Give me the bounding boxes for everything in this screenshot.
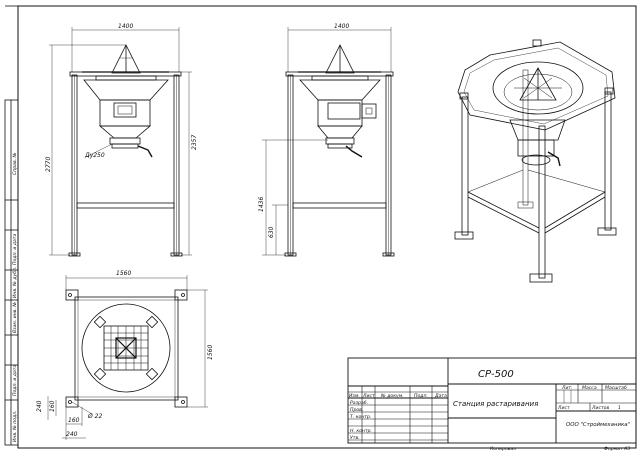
front-width-dim: 1400 xyxy=(118,23,133,30)
plan-dim-240-v: 240 xyxy=(36,400,43,412)
tb-designation: СР-500 xyxy=(478,369,514,380)
tb-col-list: Лист xyxy=(362,393,375,399)
front-total-height-dim: 2770 xyxy=(45,157,52,172)
tb-row-razrab: Разраб. xyxy=(350,400,368,406)
side-dim-630: 630 xyxy=(268,226,275,238)
tb-title: Станция растаривания xyxy=(453,400,538,408)
tb-company: ООО "Строймеханика" xyxy=(566,422,630,428)
tb-row-tkontr: Т. контр. xyxy=(350,414,371,420)
side-stamp: Справ. № Подп. и дата Инв. № дубл. Взам.… xyxy=(4,99,19,446)
stamp-label-dubl: Инв. № дубл. xyxy=(12,267,18,298)
front-height-dim: 2357 xyxy=(191,135,198,150)
tb-row-prov: Пров. xyxy=(350,407,363,413)
title-block: СР-500 Станция растаривания Лит. Масса М… xyxy=(347,357,637,452)
isometric-view xyxy=(454,39,617,283)
tb-col-data: Дата xyxy=(434,393,447,399)
tb-row-utv: Утв. xyxy=(350,435,360,441)
stamp-label-vzam: Взам. инв. № xyxy=(12,302,18,333)
tb-listov-value: 1 xyxy=(618,405,621,411)
tb-col-podp: Подп. xyxy=(414,393,428,399)
tb-col-izm: Изм. xyxy=(349,393,360,399)
side-view: 1400 1436 630 xyxy=(258,23,395,257)
plan-view: 1560 1560 240 160 160 240 Ø 22 xyxy=(36,270,214,440)
tb-row-nkontr: Н. контр. xyxy=(350,428,372,434)
stamp-label-podl: Инв. № подл. xyxy=(12,410,18,442)
plan-height-dim: 1560 xyxy=(207,345,214,360)
stamp-label-sprav: Справ. № xyxy=(12,152,18,175)
tb-lit: Лит. xyxy=(561,385,573,391)
tb-list: Лист xyxy=(557,405,570,411)
tb-col-ndoc: № докум. xyxy=(380,393,404,399)
plan-width-dim: 1560 xyxy=(116,270,131,277)
plan-hole-dim: Ø 22 xyxy=(87,413,102,420)
side-dim-1436: 1436 xyxy=(258,197,265,212)
tb-kopiroval: Копировал xyxy=(490,446,516,452)
stamp-label-podp1: Подп. и дата xyxy=(12,234,18,265)
plan-dim-160-h: 160 xyxy=(68,417,80,424)
plan-dim-240-h: 240 xyxy=(66,431,78,438)
front-pipe-dim: Ду250 xyxy=(84,152,105,159)
tb-masshtab: Масштаб xyxy=(605,385,627,391)
tb-massa: Масса xyxy=(582,385,597,391)
stamp-label-podp2: Подп. и дата xyxy=(12,365,18,396)
side-width-dim: 1400 xyxy=(334,23,349,30)
plan-dim-160-v: 160 xyxy=(49,400,56,412)
tb-format: Формат А3 xyxy=(604,446,630,452)
tb-listov: Листов xyxy=(591,405,609,411)
front-view: Ду250 1400 2357 2770 xyxy=(45,23,198,257)
